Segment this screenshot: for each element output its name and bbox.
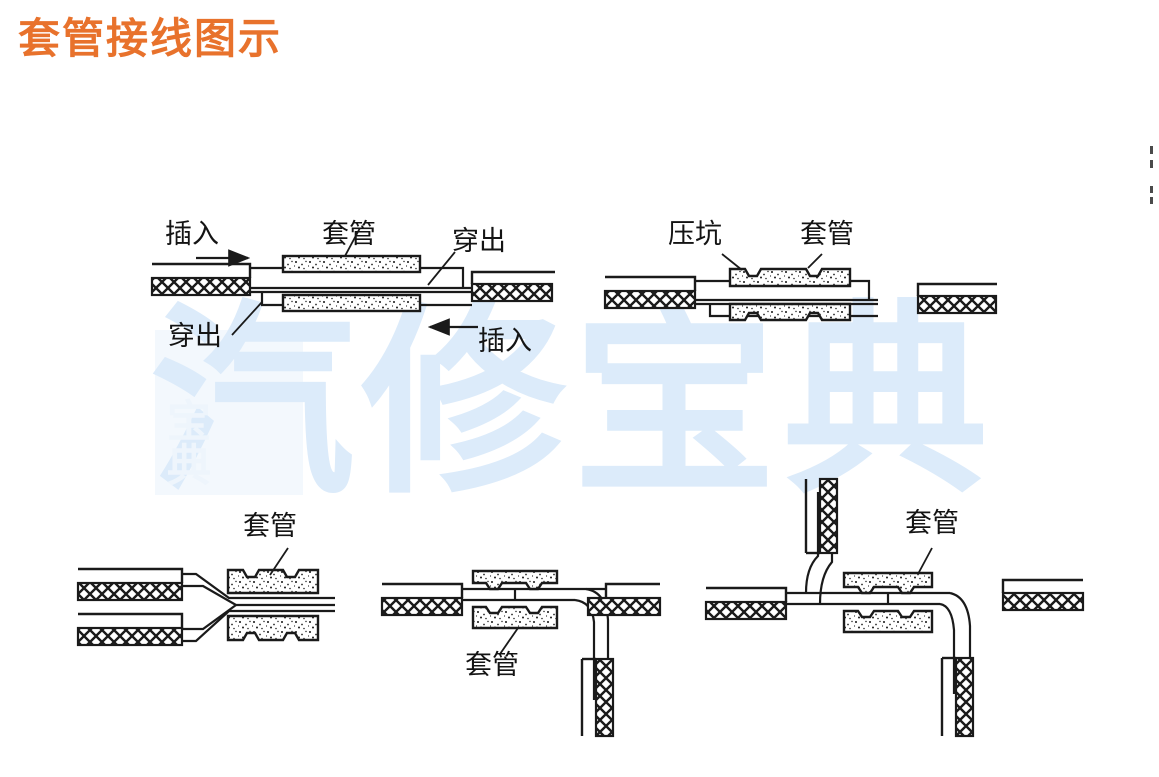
edge-tick-mark [1150,186,1153,193]
leader-sleeve [917,547,933,575]
leader-sleeve [344,227,361,257]
sleeve-upper-crimped [728,267,852,288]
diagram-crimped-splice: 压坑 套管 [603,219,998,322]
sleeve-lower-crimped [226,614,320,642]
sleeve-upper [281,254,422,274]
wire-jacket-hatch [470,282,554,303]
wire-jacket-hatch [76,581,184,602]
right-cable [586,582,662,617]
leader-pass-through-top [427,251,456,286]
callout-sleeve: 套管 [322,219,376,249]
left-cable [150,262,252,297]
callout-sleeve: 套管 [800,219,854,249]
wire-jacket-hatch [603,289,697,310]
leader-pass-through-bottom [231,301,263,336]
wire-jacket-hatch [704,600,788,621]
callout-insert-right: 插入 [478,326,532,356]
branch-cable [580,657,615,738]
wire-jacket-hatch [818,477,839,555]
input-cable-lower [76,612,184,647]
sleeve-lower-crimped [842,609,934,634]
callout-sleeve: 套管 [905,508,959,538]
edge-tick-mark [1150,197,1153,204]
diagram-two-to-one-splice: 套管 [76,511,335,647]
sleeve-upper-crimped [226,568,320,595]
page-title: 套管接线图示 [18,15,283,62]
left-cable [380,582,464,617]
fork-upper-outer [182,572,335,600]
branch-down-inner [939,602,956,694]
wire-jacket-hatch [76,626,184,647]
fork-lower-outer [182,609,335,643]
wire-jacket-hatch [150,276,252,297]
branch-up-outer [804,492,820,594]
leader-sleeve [807,253,823,269]
callout-pass-through-bottom: 穿出 [168,321,222,351]
branch-down-outer [949,591,972,694]
wire-jacket-outline [78,612,184,628]
input-cable-upper [76,567,184,602]
sleeve-upper-crimped [842,571,934,595]
wire-jacket-outline [470,270,555,284]
leader-crimp-dent [721,253,743,271]
wire-jacket-outline [605,275,697,291]
wire-jacket-outline [382,582,464,598]
sleeve-upper-crimped [471,569,559,591]
branch-cable-down [940,656,975,738]
right-cable [916,282,998,315]
fork-lower-inner [182,604,237,631]
diagram-cross-splice: 套管 [704,477,1085,738]
right-cable [470,270,555,303]
left-cable [704,586,788,621]
wire-jacket-hatch [594,657,615,738]
wire-jacket-hatch [380,596,464,617]
left-cable [603,275,697,310]
callout-crimp-dent: 压坑 [668,219,722,249]
wire-jacket-outline [1001,578,1083,593]
wire-jacket-outline [78,567,184,583]
leader-sleeve [499,627,519,655]
diagram-butt-splice-insert: 插入 套管 穿出 穿出 插入 [150,219,555,356]
wire-jacket-hatch [586,596,662,617]
callout-sleeve: 套管 [465,650,519,680]
wire-jacket-outline [916,282,997,296]
callout-pass-through-top: 穿出 [452,226,506,256]
callout-insert-left: 插入 [165,219,219,249]
wire-jacket-outline [706,586,788,602]
leader-sleeve [269,547,289,576]
diagram-tee-splice: 套管 [380,569,662,738]
wire-jacket-hatch [1001,591,1085,612]
sleeve-lower [281,293,422,313]
sleeve-lower-crimped [728,302,852,322]
edge-tick-mark [1150,146,1153,154]
branch-cable-up [804,477,839,555]
wire-jacket-outline [152,262,252,278]
wire-jacket-outline [604,582,660,598]
branch-up-inner [818,492,834,605]
sleeve-lower-crimped [471,605,559,630]
edge-tick-mark [1150,160,1153,168]
right-cable [1001,578,1085,612]
callout-sleeve: 套管 [243,511,297,541]
fork-upper-inner [182,584,335,607]
wire-jacket-hatch [916,294,998,315]
wire-jacket-hatch [954,656,975,738]
